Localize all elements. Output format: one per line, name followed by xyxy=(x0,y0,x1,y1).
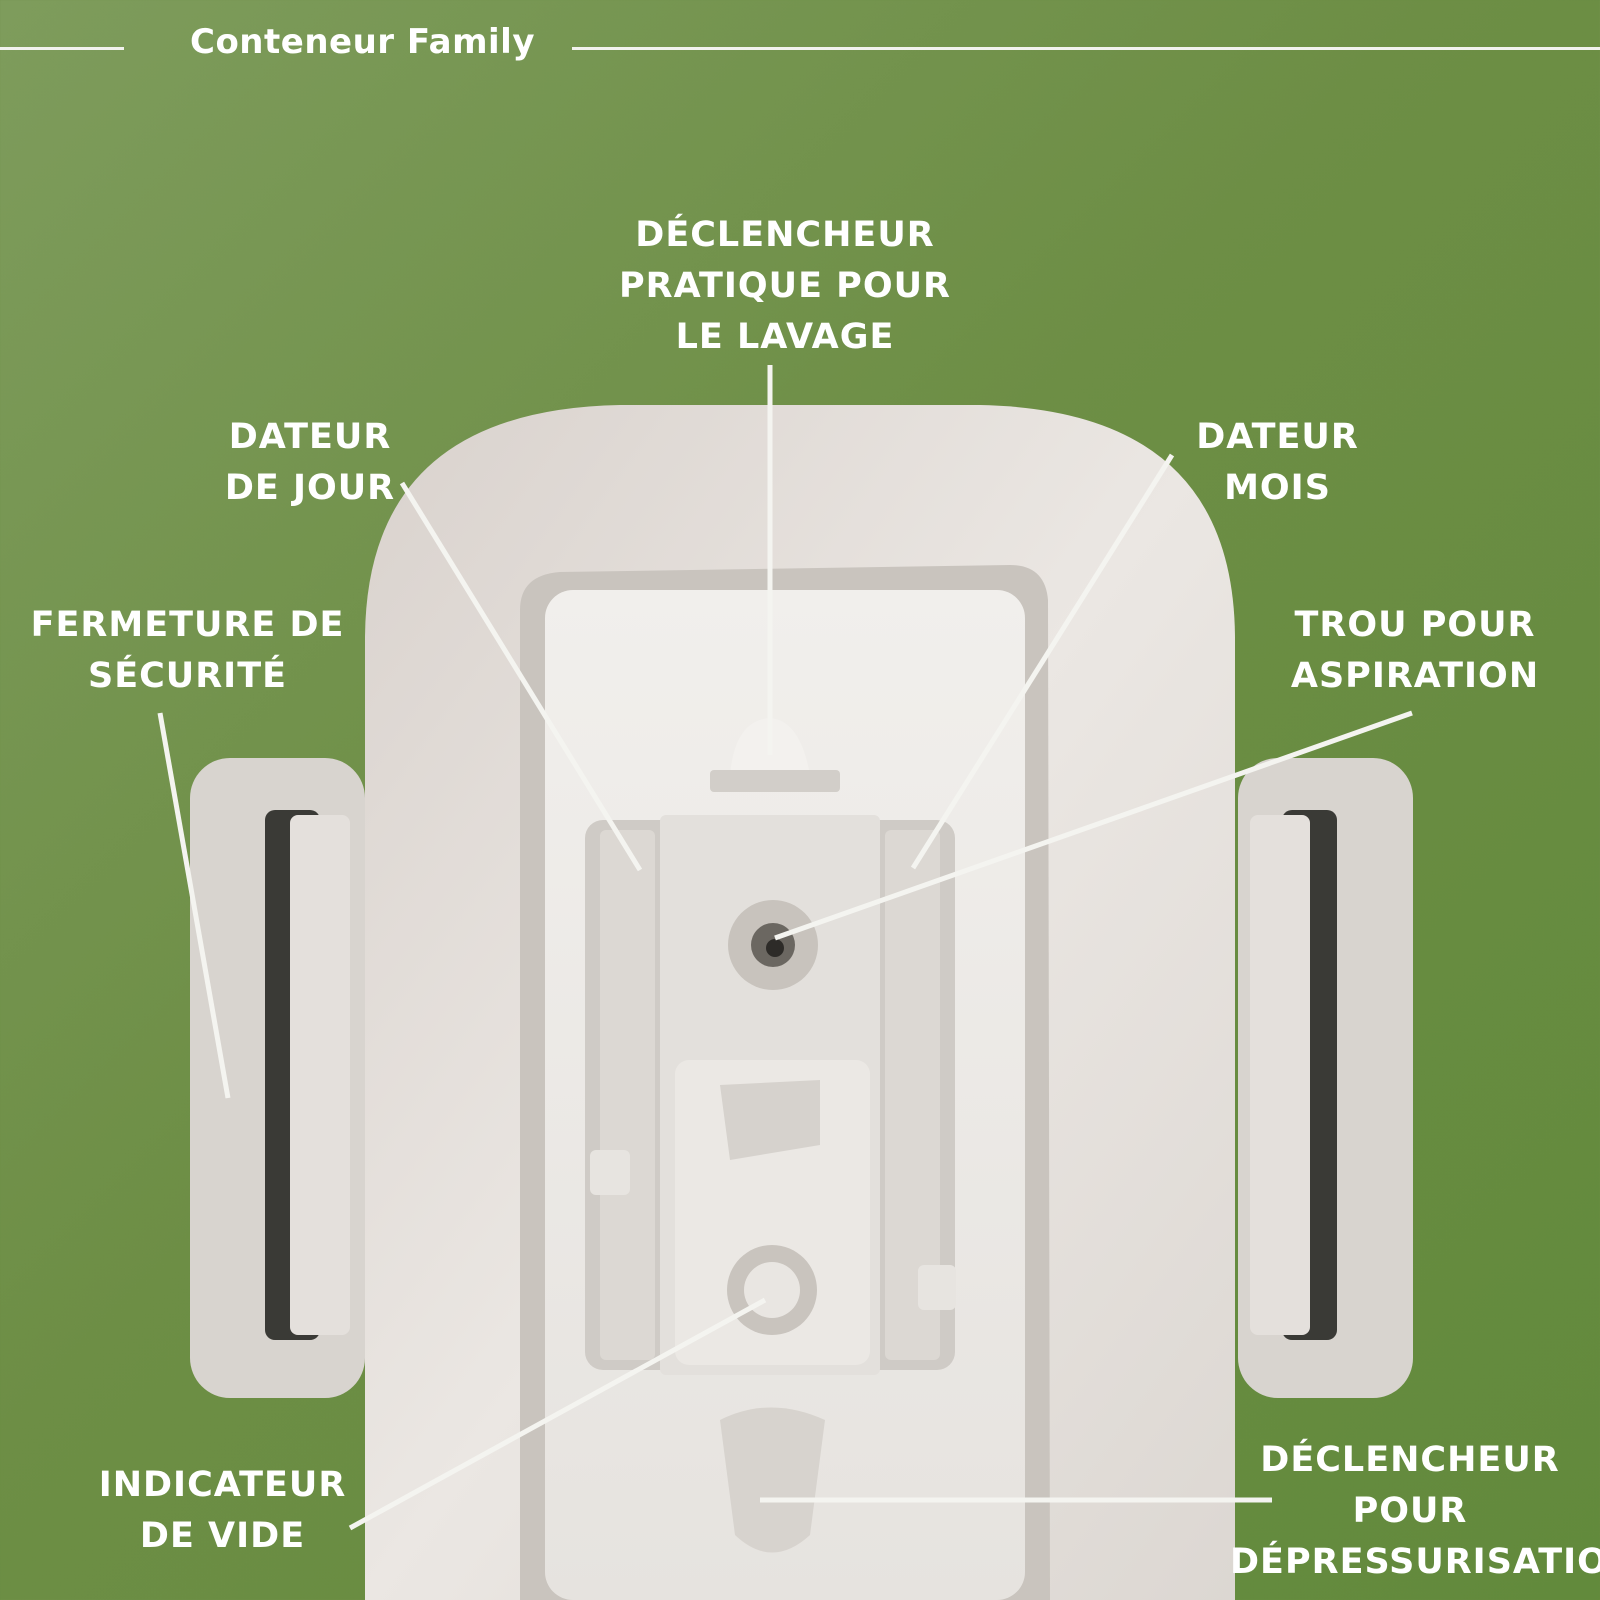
brand-name: Conteneur Family xyxy=(190,22,535,62)
label-safety-lock: FERMETURE DE SÉCURITÉ xyxy=(30,605,345,696)
label-washing-trigger: DÉCLENCHEUR PRATIQUE POUR LE LAVAGE xyxy=(619,215,951,357)
left-clip xyxy=(190,758,365,1398)
label-day-dater: DATEUR DE JOUR xyxy=(224,417,396,508)
label-month-dater: DATEUR MOIS xyxy=(1196,417,1359,508)
right-clip xyxy=(1238,758,1413,1398)
header-rule-left xyxy=(0,47,124,50)
label-suction-hole: TROU POUR ASPIRATION xyxy=(1290,605,1540,696)
header-rule-right xyxy=(572,47,1600,50)
label-depressurization-trigger: DÉCLENCHEUR POUR DÉPRESSURISATION xyxy=(1230,1440,1600,1582)
label-vacuum-indicator: INDICATEUR DE VIDE xyxy=(98,1465,347,1556)
